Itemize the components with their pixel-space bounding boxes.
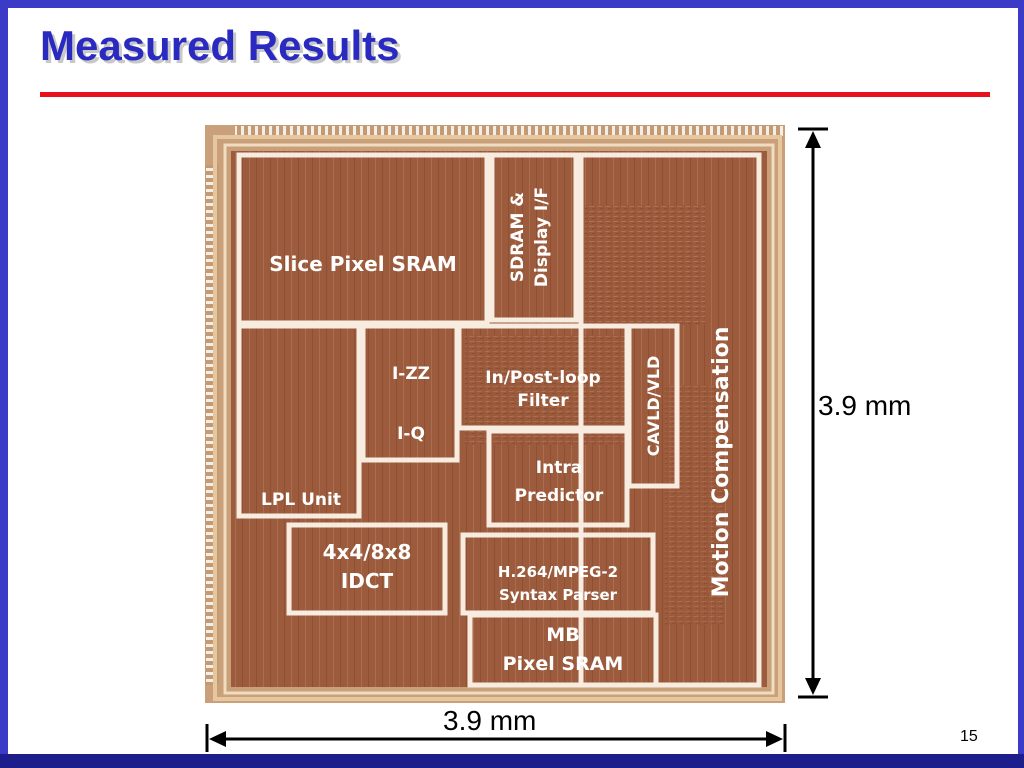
block-motion-compensation [578, 152, 762, 688]
slide-frame-right [1018, 0, 1024, 768]
label-intra-line2: Predictor [515, 486, 604, 506]
label-mb-line2: Pixel SRAM [503, 653, 624, 675]
width-dimension-label: 3.9 mm [443, 705, 537, 736]
block-slice-pixel-sram [236, 152, 490, 326]
slide-frame-top [0, 0, 1024, 8]
page-number: 15 [960, 728, 978, 745]
block-cavld [626, 323, 680, 489]
label-idct-line2: IDCT [341, 569, 394, 593]
vertical-dim-arrow-down [805, 678, 821, 695]
label-cavld: CAVLD/VLD [644, 356, 663, 457]
horizontal-dim-arrow-right [766, 731, 783, 747]
label-slice-pixel-sram: Slice Pixel SRAM [269, 252, 456, 276]
block-mb-pixel-sram [467, 612, 659, 688]
label-filter-line2: Filter [517, 391, 569, 411]
slide-frame-bottom [0, 754, 1024, 768]
height-dimension-label: 3.9 mm [818, 390, 912, 421]
label-sdram-line2: Display I/F [532, 187, 552, 287]
chip-die-photo: Slice Pixel SRAM SDRAM & Display I/F Mot… [205, 125, 785, 703]
label-parser-line2: Syntax Parser [499, 586, 618, 604]
label-parser-line1: H.264/MPEG-2 [498, 563, 618, 581]
label-mb-line1: MB [546, 624, 579, 646]
label-motion-compensation: Motion Compensation [709, 327, 734, 598]
block-intra-predictor [486, 428, 630, 528]
label-filter-line1: In/Post-loop [485, 368, 600, 388]
title-underline [40, 92, 990, 97]
label-sdram-line1: SDRAM & [508, 192, 528, 282]
block-sdram-display [489, 152, 579, 323]
slide-frame-left [0, 0, 8, 768]
label-iq: I-Q [397, 424, 425, 444]
slide-title: Measured Results [40, 22, 400, 69]
label-idct-line1: 4x4/8x8 [323, 540, 412, 564]
horizontal-dim-arrow-left [209, 731, 226, 747]
label-izz: I-ZZ [392, 364, 430, 384]
label-lpl-unit: LPL Unit [261, 490, 341, 510]
vertical-dim-arrow-up [805, 131, 821, 148]
block-lpl-unit [236, 323, 362, 519]
block-idct [286, 522, 448, 616]
label-intra-line1: Intra [536, 458, 582, 478]
